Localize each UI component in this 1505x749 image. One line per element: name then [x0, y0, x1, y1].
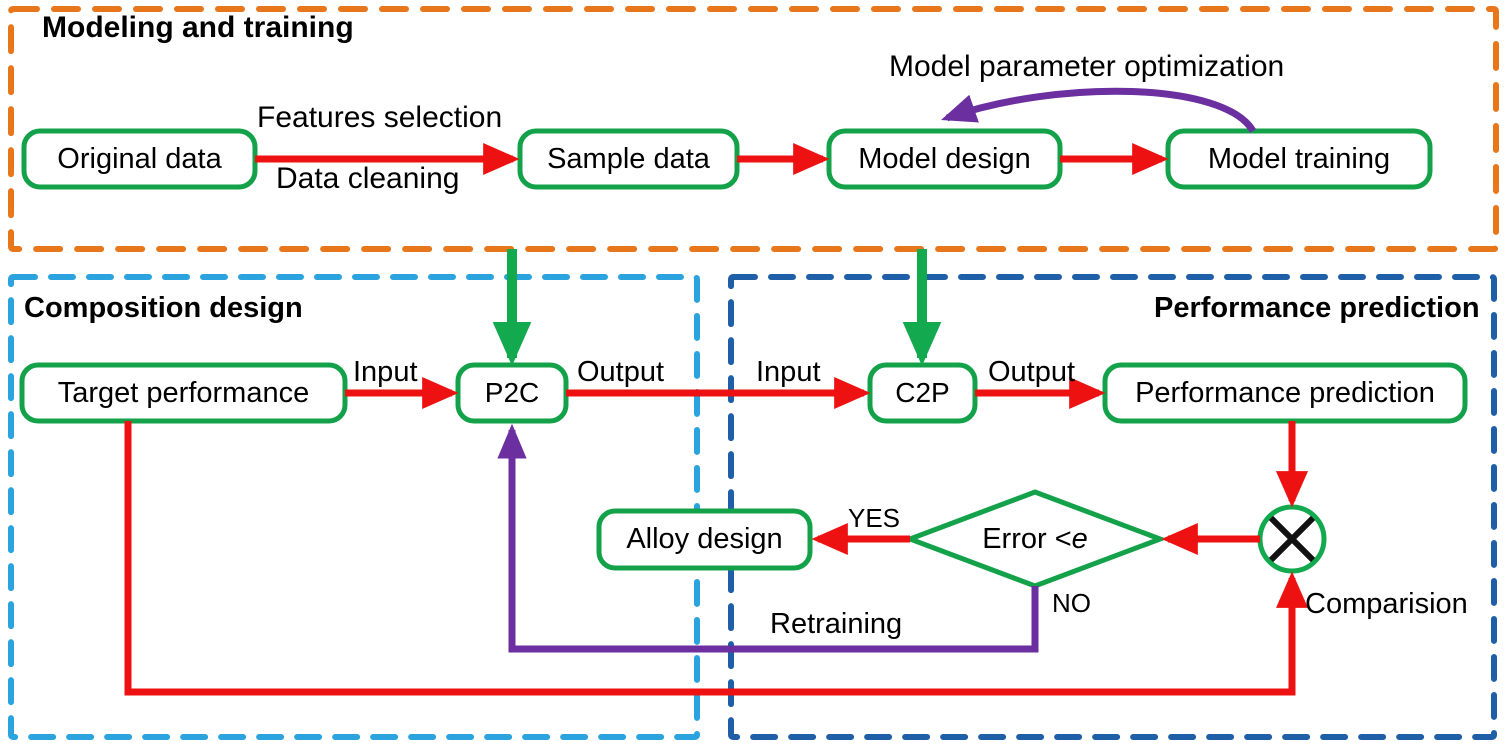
edge-label-output-right: Output	[988, 356, 1076, 388]
edge-label-yes: YES	[848, 503, 901, 533]
edge-label-comparision: Comparision	[1305, 588, 1468, 620]
node-performance-prediction[interactable]	[1102, 362, 1468, 424]
edge-label-retraining: Retraining	[770, 608, 903, 640]
node-p2c[interactable]	[455, 362, 569, 424]
node-alloy-design[interactable]	[596, 508, 813, 571]
edge-label-input-right: Input	[756, 356, 821, 388]
panel-title-performance-prediction: Performance prediction	[1154, 292, 1480, 324]
node-c2p[interactable]	[867, 362, 978, 424]
panel-title-composition-design: Composition design	[24, 292, 303, 324]
edge-label-input-left: Input	[353, 356, 418, 388]
node-target-performance[interactable]	[19, 362, 348, 424]
node-error-check-diamond[interactable]	[902, 489, 1168, 589]
panel-composition-design	[8, 274, 700, 740]
edge-label-data-cleaning: Data cleaning	[276, 162, 460, 195]
edge-label-output-left: Output	[577, 356, 665, 388]
edge-label-no: NO	[1052, 588, 1091, 618]
panel-performance-prediction	[728, 274, 1497, 740]
panel-modeling-and-training	[8, 6, 1499, 252]
comparison-x-icon-stroke-2	[1268, 515, 1316, 563]
edge-model-parameter-optimization	[941, 87, 1257, 133]
edge-retraining-loop	[497, 423, 1039, 653]
node-model-training[interactable]	[1165, 128, 1433, 190]
node-model-design[interactable]	[826, 128, 1063, 190]
node-sample-data[interactable]	[517, 128, 740, 190]
panel-title-modeling-and-training: Modeling and training	[42, 11, 354, 44]
edge-target-performance-feedback-to-comparison	[124, 421, 1309, 696]
node-original-data[interactable]	[21, 128, 258, 190]
edge-label-model-parameter-optimization: Model parameter optimization	[889, 50, 1285, 83]
edge-label-features-selection: Features selection	[257, 101, 503, 134]
